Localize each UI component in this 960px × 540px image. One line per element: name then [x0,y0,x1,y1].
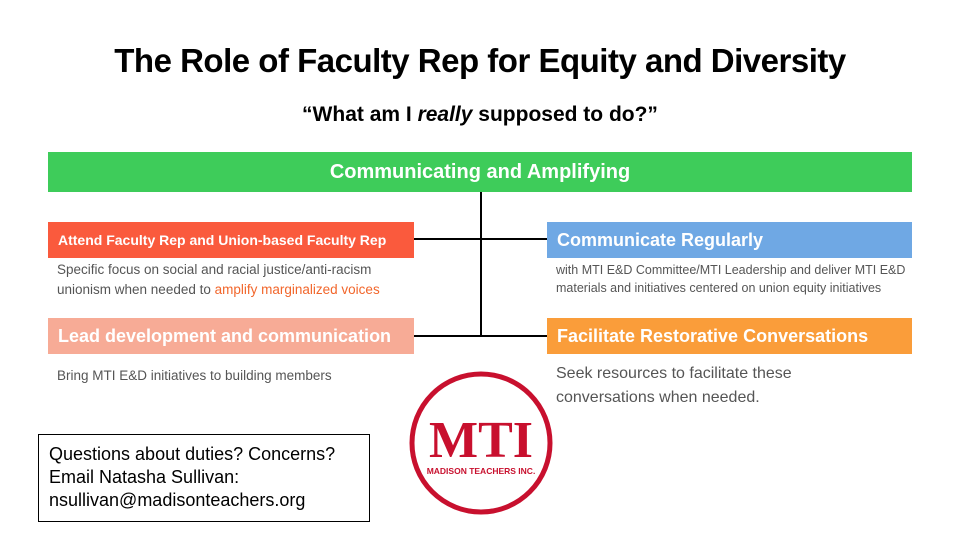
box-communicate-regularly: Communicate Regularly [547,222,912,258]
box-lead-development: Lead development and communication [48,318,414,354]
logo-ring [409,371,553,515]
desc-lead-development: Bring MTI E&D initiatives to building me… [57,368,332,383]
subtitle-tail: supposed to do?” [472,103,658,126]
desc-attend-highlight: amplify marginalized voices [214,282,380,297]
contact-box: Questions about duties? Concerns? Email … [38,434,370,522]
logo-letters: MTI [429,412,533,469]
subtitle-emphasis: really [417,103,473,126]
desc-communicate-regularly: with MTI E&D Committee/MTI Leadership an… [556,263,906,295]
desc-attend-faculty-rep: Specific focus on social and racial just… [57,260,407,300]
contact-line-email-name: Email Natasha Sullivan: [49,467,240,487]
box-attend-faculty-rep-label: Attend Faculty Rep and Union-based Facul… [58,232,387,248]
subtitle-lead: “What am I [302,103,418,126]
mti-logo: MTI MADISON TEACHERS INC. [409,371,553,515]
box-attend-faculty-rep: Attend Faculty Rep and Union-based Facul… [48,222,414,258]
box-communicate-regularly-label: Communicate Regularly [557,229,764,250]
page-subtitle: “What am I really supposed to do?” [0,103,960,127]
box-lead-development-label: Lead development and communication [58,325,392,346]
contact-line-questions: Questions about duties? Concerns? [49,444,336,464]
desc-attend-text: Specific focus on social and racial just… [57,262,372,297]
box-facilitate-restorative-label: Facilitate Restorative Conversations [557,325,869,346]
banner-communicating-amplifying: Communicating and Amplifying [48,152,912,192]
box-facilitate-restorative: Facilitate Restorative Conversations [547,318,912,354]
contact-email[interactable]: nsullivan@madisonteachers.org [49,490,306,510]
connector-vertical [480,192,482,336]
connector-top-horizontal [414,238,547,240]
desc-facilitate-restorative: Seek resources to facilitate these conve… [556,365,792,406]
page-title: The Role of Faculty Rep for Equity and D… [114,42,846,79]
connector-bottom-horizontal [414,335,547,337]
logo-name: MADISON TEACHERS INC. [427,466,536,476]
